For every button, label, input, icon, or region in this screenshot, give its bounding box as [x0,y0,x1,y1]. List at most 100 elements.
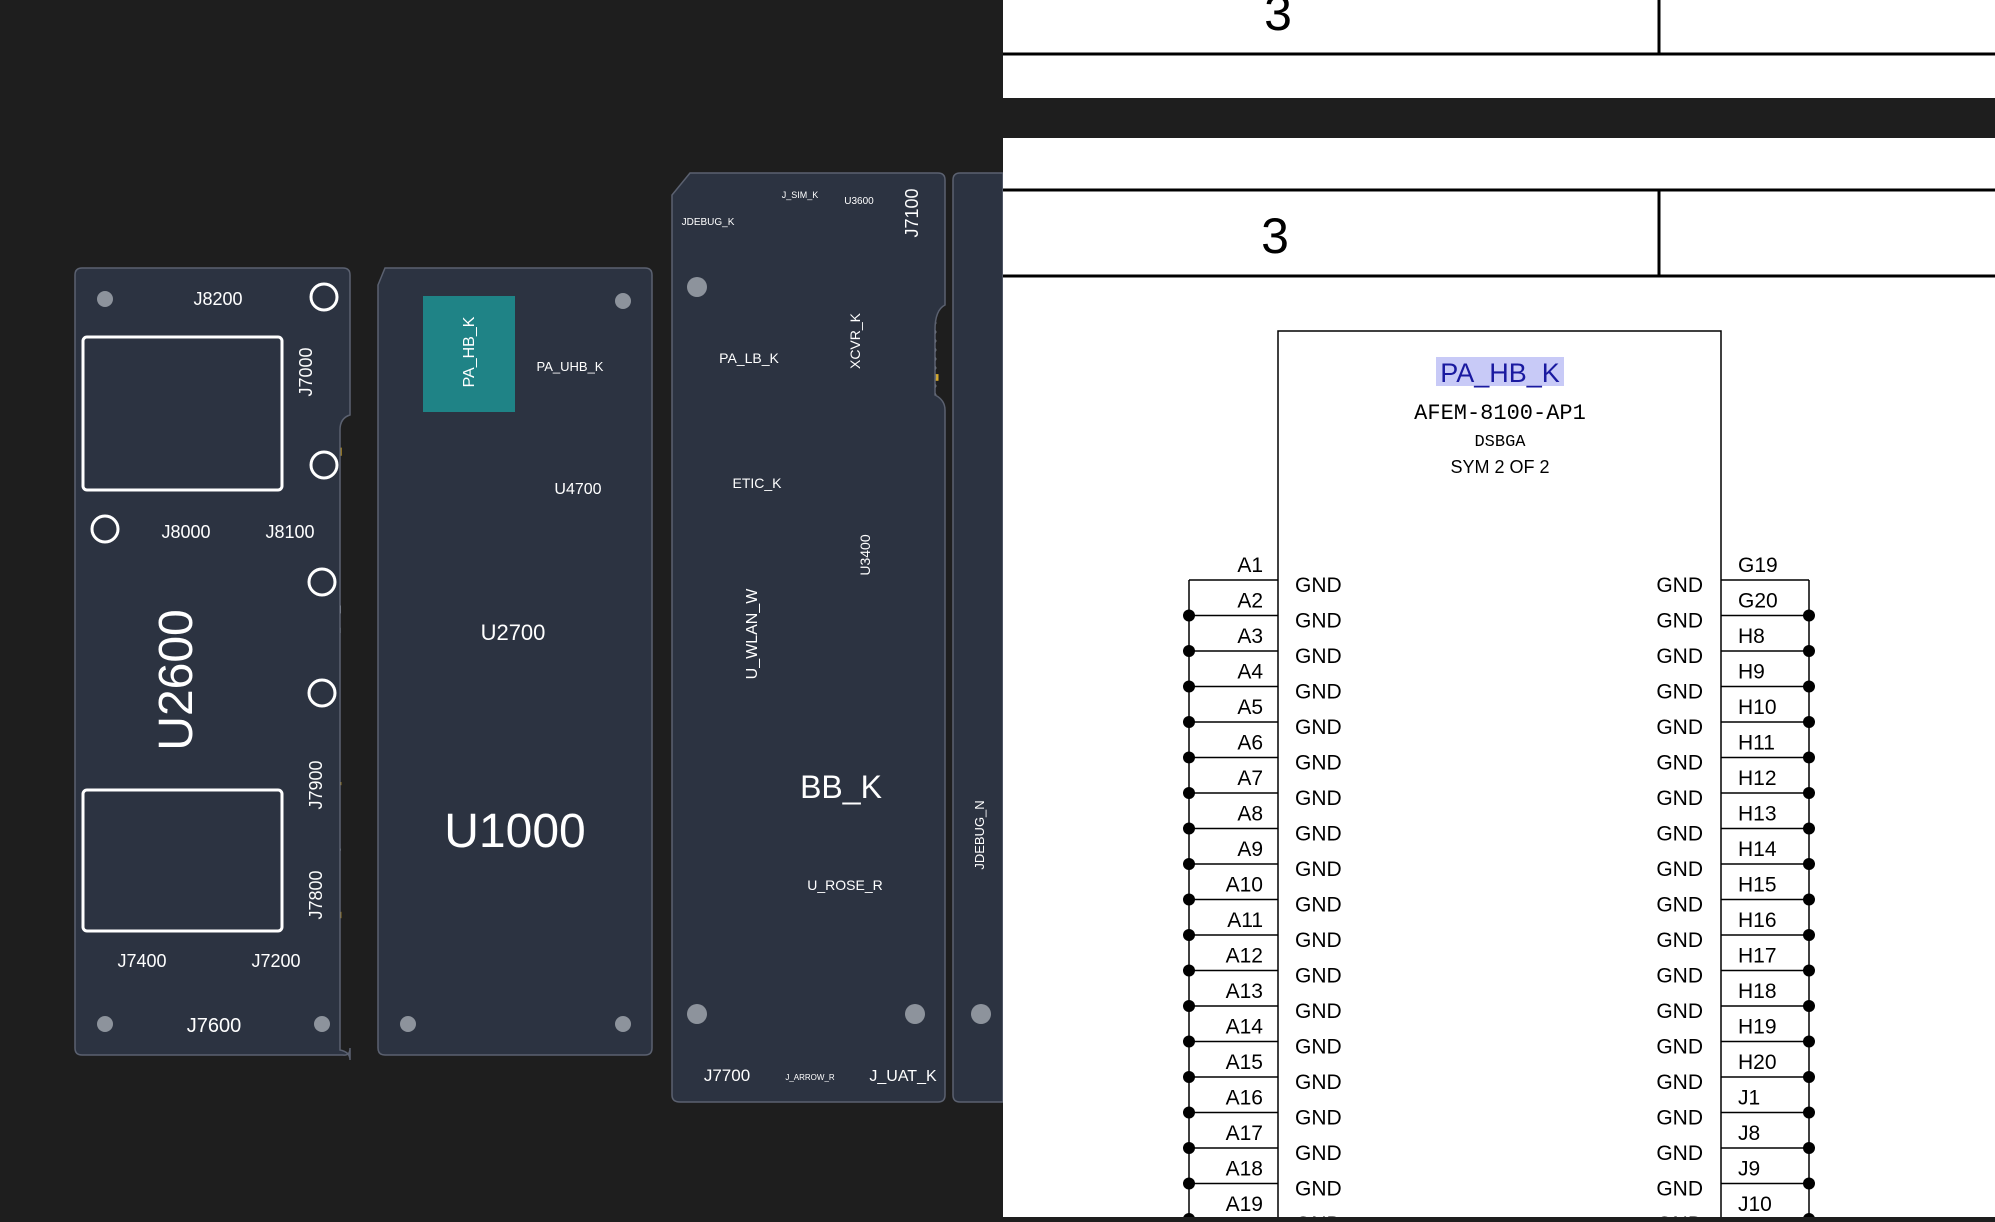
pcb-canvas[interactable]: J8200 J7000 J8000 J8100 U2600 J7900 J780… [0,0,1004,1217]
mount-hole-small [971,1004,991,1024]
label-u4700[interactable]: U4700 [554,481,601,498]
pin-name: GND [1656,894,1703,917]
label-u2600[interactable]: U2600 [150,609,203,750]
mount-hole-small [687,1004,707,1024]
pin-number: G19 [1738,554,1778,577]
board-4[interactable] [952,172,1004,1103]
board-2[interactable] [377,267,653,1056]
label-bb-k[interactable]: BB_K [800,769,882,805]
pin-name: GND [1656,645,1703,668]
pin-number: A18 [1226,1158,1263,1181]
label-etic-k[interactable]: ETIC_K [732,475,782,491]
label-j7600[interactable]: J7600 [187,1015,242,1037]
pin-number: H20 [1738,1051,1777,1074]
pin-number: A11 [1227,909,1263,932]
label-u1000[interactable]: U1000 [444,805,585,858]
pin-number: H13 [1738,803,1777,826]
label-j7000[interactable]: J7000 [296,347,316,396]
pin-number: A19 [1226,1193,1263,1216]
component-part-number: AFEM-8100-AP1 [1414,401,1586,426]
label-u3400[interactable]: U3400 [857,534,873,575]
component-symbol-box[interactable] [1277,330,1722,1217]
pin-name: GND [1295,787,1342,810]
pcb-viewer[interactable]: J8200 J7000 J8000 J8100 U2600 J7900 J780… [0,0,1004,1217]
pin-j10[interactable]: J10GND [1656,1193,1815,1217]
mount-hole [309,282,339,312]
pin-number: J8 [1738,1122,1760,1145]
label-pa-lb-k[interactable]: PA_LB_K [719,350,779,366]
pin-number: A5 [1237,696,1263,719]
component-refdes[interactable]: PA_HB_K [1440,358,1560,388]
selection-frame-top[interactable] [81,335,284,492]
label-jdebug-n[interactable]: JDEBUG_N [972,800,987,869]
pin-name: GND [1295,752,1342,775]
schematic-viewer[interactable]: 3 3 PA_HB_K AFEM-8100-AP1 DSBGA SYM 2 OF… [1003,0,1995,1217]
label-xcvr-k[interactable]: XCVR_K [847,312,863,369]
label-j7400[interactable]: J7400 [117,951,166,971]
label-j8000[interactable]: J8000 [161,522,210,542]
label-j8100[interactable]: J8100 [265,522,314,542]
label-j7900[interactable]: J7900 [306,760,326,809]
label-j7800[interactable]: J7800 [306,870,326,919]
pin-name: GND [1295,1107,1342,1130]
pin-number: A4 [1237,661,1263,684]
pin-number: A1 [1237,554,1263,577]
label-j7200[interactable]: J7200 [251,951,300,971]
mount-hole-small [615,1016,631,1032]
label-jdebug-k[interactable]: JDEBUG_K [682,217,735,228]
pin-number: H15 [1738,874,1777,897]
label-u2700[interactable]: U2700 [481,620,546,645]
label-pa-uhb-k[interactable]: PA_UHB_K [537,359,604,374]
selection-frame-bottom[interactable] [81,788,284,933]
label-pa-hb-k[interactable]: PA_HB_K [461,316,478,387]
board-3[interactable] [671,172,946,1103]
pin-number: A12 [1226,945,1263,968]
highlighted-component-pa-hb-k[interactable] [423,296,515,412]
label-j7100[interactable]: J7100 [902,188,922,237]
pcb-labels: J8200 J7000 J8000 J8100 U2600 J7900 J780… [117,188,987,1085]
label-j8200[interactable]: J8200 [193,289,242,309]
label-u-wlan-w[interactable]: U_WLAN_W [744,588,761,680]
label-u-rose-r[interactable]: U_ROSE_R [807,877,882,893]
pin-number: H17 [1738,945,1777,968]
label-j-uat-k[interactable]: J_UAT_K [869,1068,937,1085]
label-j-arrow-r[interactable]: J_ARROW_R [785,1073,835,1082]
label-j7700[interactable]: J7700 [704,1066,750,1085]
mount-hole-small [687,277,707,297]
component-package: DSBGA [1474,433,1526,452]
pin-name: GND [1295,1000,1342,1023]
schematic-canvas[interactable]: 3 3 PA_HB_K AFEM-8100-AP1 DSBGA SYM 2 OF… [1003,0,1995,1217]
pin-name: GND [1656,716,1703,739]
label-j-sim-k[interactable]: J_SIM_K [782,190,819,200]
label-u3600[interactable]: U3600 [844,196,874,207]
